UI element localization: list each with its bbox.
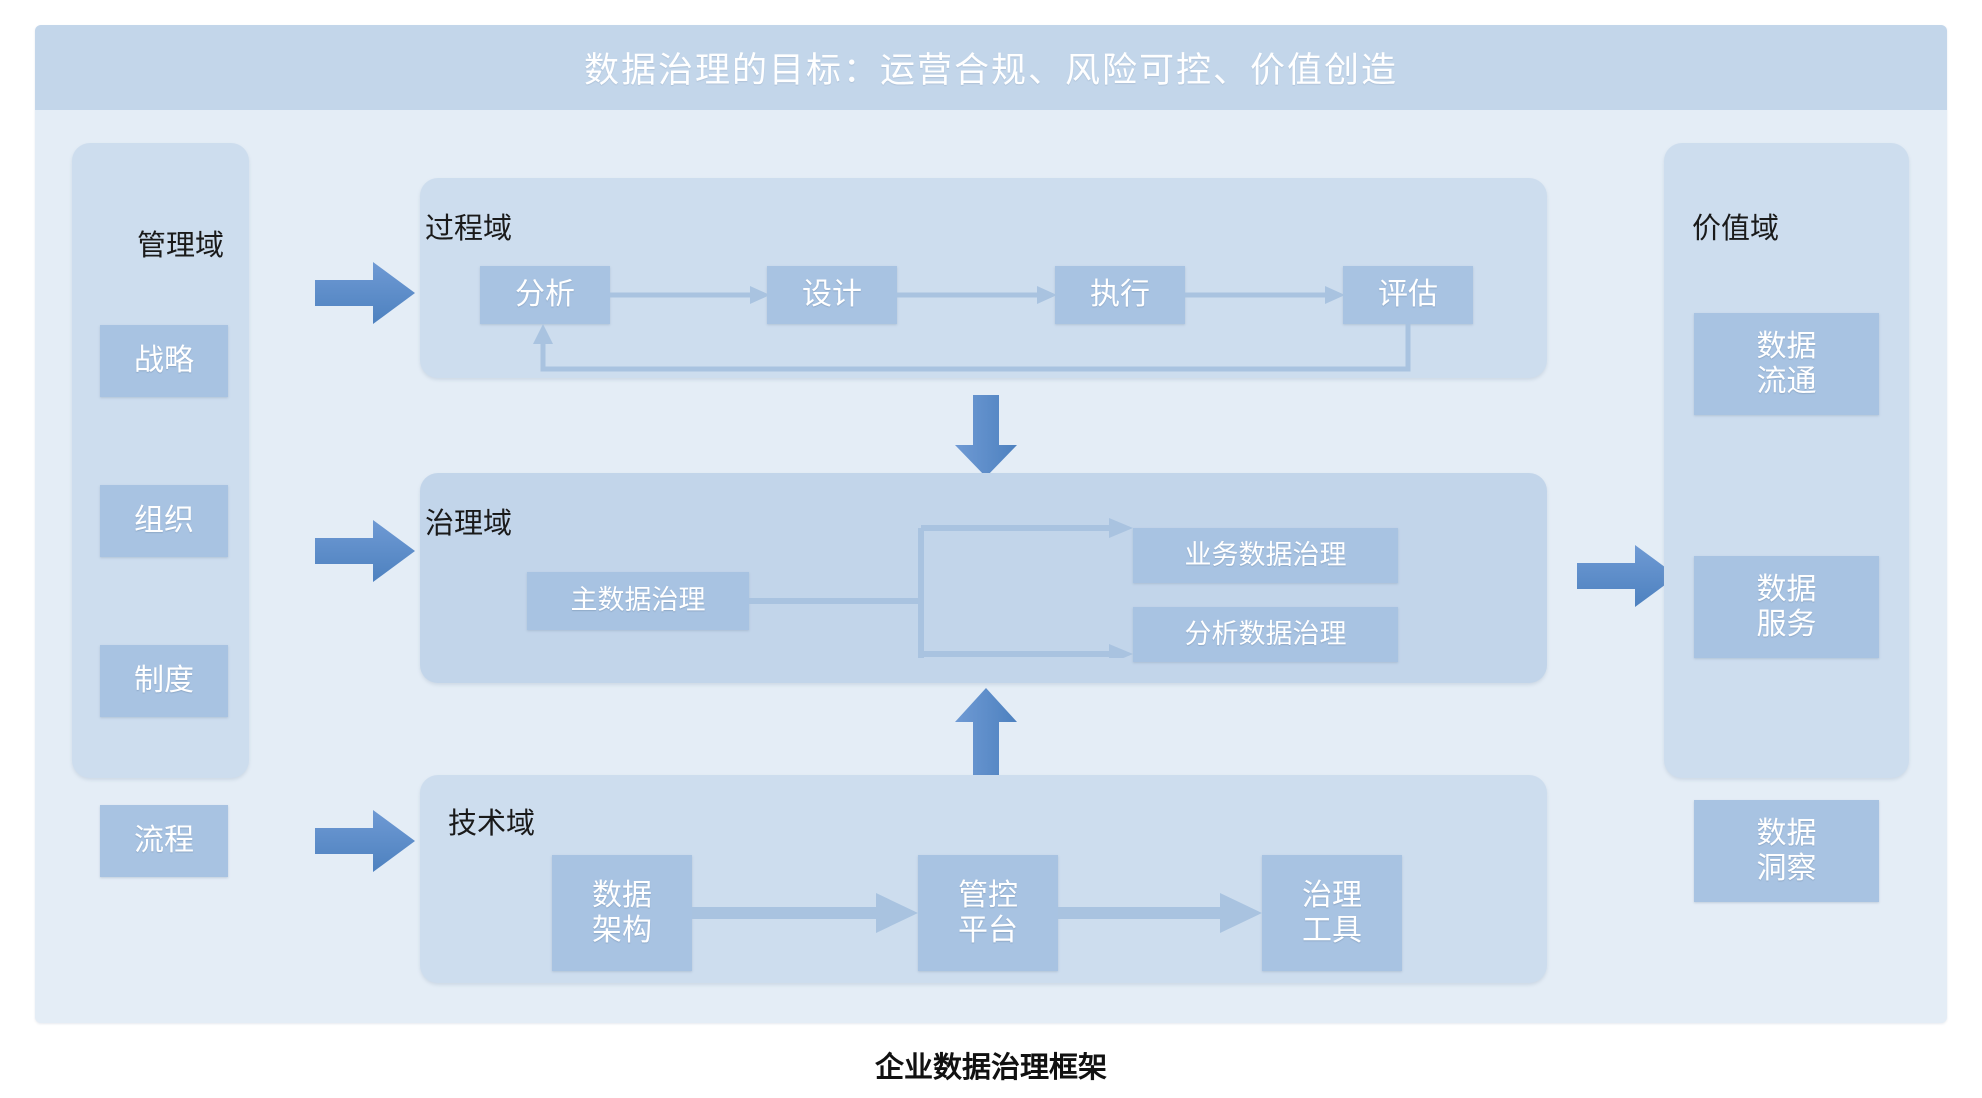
- value-item-data-service[interactable]: 数据 服务: [1694, 556, 1879, 658]
- process-step-label: 评估: [1378, 278, 1438, 312]
- process-step-evaluate[interactable]: 评估: [1343, 266, 1473, 324]
- arrow-management-to-process: [315, 262, 415, 324]
- governance-target-label: 分析数据治理: [1184, 618, 1347, 649]
- process-domain-title: 过程域: [425, 213, 513, 245]
- process-step-label: 设计: [802, 278, 862, 312]
- value-item-label-line2: 洞察: [1756, 852, 1817, 885]
- technology-step-label-line2: 架构: [592, 914, 652, 947]
- value-item-label-line2: 服务: [1756, 608, 1817, 641]
- technology-domain-title: 技术域: [448, 808, 536, 840]
- connector-analyze-to-design: [610, 278, 770, 312]
- arrow-technology-to-governance: [955, 688, 1017, 776]
- banner: 数据治理的目标：运营合规、风险可控、价值创造: [35, 25, 1947, 110]
- technology-step-label-line2: 平台: [958, 914, 1018, 947]
- process-step-design[interactable]: 设计: [767, 266, 897, 324]
- technology-step-label-line1: 数据: [592, 878, 652, 912]
- arrow-management-to-governance: [315, 520, 415, 582]
- technology-step-label-line2: 工具: [1302, 914, 1362, 947]
- governance-target-analytic-data[interactable]: 分析数据治理: [1133, 607, 1398, 662]
- value-item-label-line2: 流通: [1756, 365, 1817, 398]
- value-domain-panel[interactable]: [1664, 143, 1909, 778]
- technology-step-control-platform[interactable]: 管控 平台: [918, 855, 1058, 971]
- technology-step-label-line1: 治理: [1302, 878, 1362, 912]
- management-item-label: 战略: [134, 344, 194, 378]
- connector-governance-branch: [749, 518, 1149, 658]
- arrow-management-to-technology: [315, 810, 415, 872]
- connector-execute-to-evaluate: [1185, 278, 1345, 312]
- management-item-organization[interactable]: 组织: [100, 485, 228, 557]
- value-item-data-insight[interactable]: 数据 洞察: [1694, 800, 1879, 902]
- arrow-process-to-governance: [955, 395, 1017, 477]
- management-item-label: 流程: [134, 824, 194, 858]
- technology-step-label-line1: 管控: [958, 878, 1018, 912]
- connector-feedback-loop: [525, 324, 1425, 376]
- management-item-process[interactable]: 流程: [100, 805, 228, 877]
- value-item-label-line1: 数据: [1756, 572, 1817, 606]
- management-item-label: 组织: [134, 504, 194, 538]
- figure-caption: 企业数据治理框架: [874, 1052, 1107, 1084]
- connector-platform-to-tools: [1058, 893, 1262, 933]
- value-item-data-circulation[interactable]: 数据 流通: [1694, 313, 1879, 415]
- arrow-governance-to-value: [1577, 545, 1677, 607]
- value-item-label-line1: 数据: [1756, 329, 1817, 363]
- banner-title: 数据治理的目标：运营合规、风险可控、价值创造: [583, 51, 1398, 90]
- process-step-analyze[interactable]: 分析: [480, 266, 610, 324]
- governance-target-business-data[interactable]: 业务数据治理: [1133, 528, 1398, 583]
- process-step-label: 分析: [515, 278, 575, 312]
- governance-target-label: 业务数据治理: [1184, 539, 1347, 570]
- technology-step-data-architecture[interactable]: 数据 架构: [552, 855, 692, 971]
- management-domain-title: 管理域: [137, 230, 225, 262]
- management-item-strategy[interactable]: 战略: [100, 325, 228, 397]
- value-item-label-line1: 数据: [1756, 816, 1817, 850]
- management-item-label: 制度: [134, 664, 194, 698]
- governance-source-label: 主数据治理: [570, 585, 706, 616]
- connector-design-to-execute: [897, 278, 1057, 312]
- governance-domain-title: 治理域: [425, 508, 513, 540]
- value-domain-title: 价值域: [1692, 213, 1780, 245]
- technology-step-governance-tools[interactable]: 治理 工具: [1262, 855, 1402, 971]
- process-step-label: 执行: [1090, 278, 1150, 312]
- connector-architecture-to-platform: [692, 893, 918, 933]
- governance-source-master-data[interactable]: 主数据治理: [527, 572, 749, 630]
- management-item-system[interactable]: 制度: [100, 645, 228, 717]
- process-step-execute[interactable]: 执行: [1055, 266, 1185, 324]
